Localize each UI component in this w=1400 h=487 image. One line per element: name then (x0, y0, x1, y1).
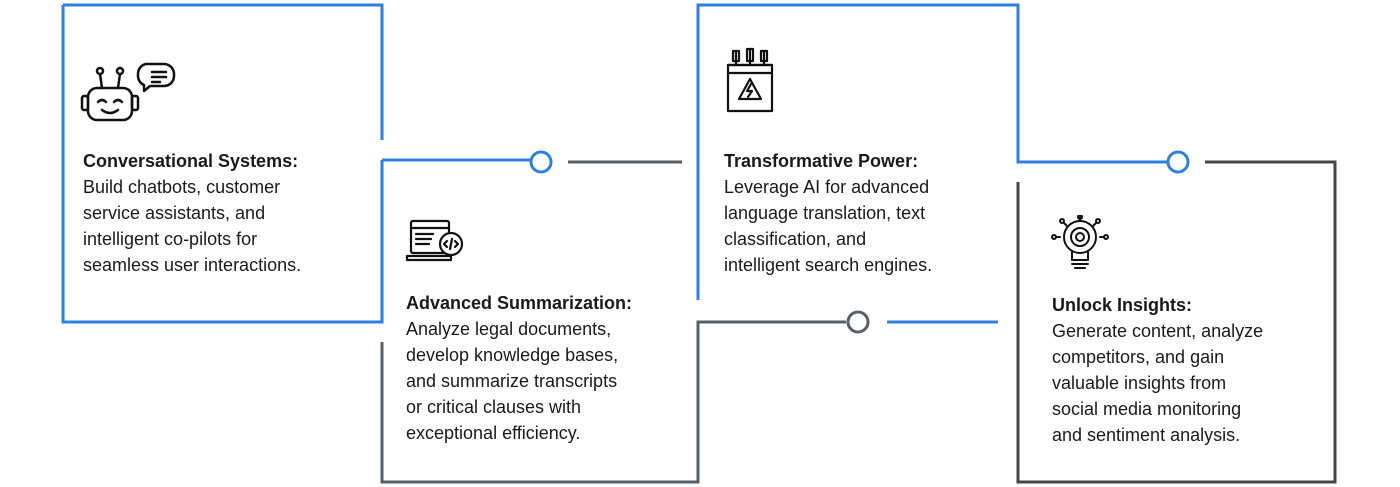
card-line: intelligent search engines. (724, 255, 933, 275)
lightbulb-gear-icon (1050, 214, 1110, 273)
laptop-code-icon (405, 218, 465, 266)
card-unlock-insights: Unlock Insights: Generate content, analy… (1052, 292, 1332, 448)
card-line: social media monitoring (1052, 399, 1242, 419)
card-1-outline (61, 3, 384, 324)
robot-chat-icon (80, 58, 178, 124)
card-line: Analyze legal documents, (406, 319, 612, 339)
connector-node-2 (846, 310, 870, 334)
card-4-outline (1016, 160, 1337, 484)
card-line: seamless user interactions. (83, 255, 302, 275)
card-line: Build chatbots, customer (83, 177, 281, 197)
card-title: Advanced Summarization: (406, 293, 633, 313)
card-line: and sentiment analysis. (1052, 425, 1241, 445)
card-3-outline (696, 3, 1167, 300)
card-title: Conversational Systems: (83, 151, 299, 171)
card-line: valuable insights from (1052, 373, 1227, 393)
card-line: intelligent co-pilots for (83, 229, 258, 249)
card-line: Generate content, analyze (1052, 321, 1264, 341)
connector-node-3 (1166, 150, 1190, 174)
card-line: classification, and (724, 229, 867, 249)
card-line: or critical clauses with (406, 397, 582, 417)
card-line: exceptional efficiency. (406, 423, 581, 443)
card-line: service assistants, and (83, 203, 266, 223)
card-line: Leverage AI for advanced (724, 177, 930, 197)
card-2-outline-b (380, 320, 846, 484)
card-title: Transformative Power: (724, 151, 919, 171)
card-conversational-systems: Conversational Systems: Build chatbots, … (83, 148, 373, 278)
card-line: language translation, text (724, 203, 926, 223)
card-transformative-power: Transformative Power: Leverage AI for ad… (724, 148, 1009, 278)
connector-node-1 (529, 150, 553, 174)
card-line: competitors, and gain (1052, 347, 1225, 367)
transformer-icon (724, 43, 776, 113)
card-line: develop knowledge bases, (406, 345, 619, 365)
card-line: and summarize transcripts (406, 371, 618, 391)
card-title: Unlock Insights: (1052, 295, 1193, 315)
card-advanced-summarization: Advanced Summarization: Analyze legal do… (406, 290, 691, 446)
